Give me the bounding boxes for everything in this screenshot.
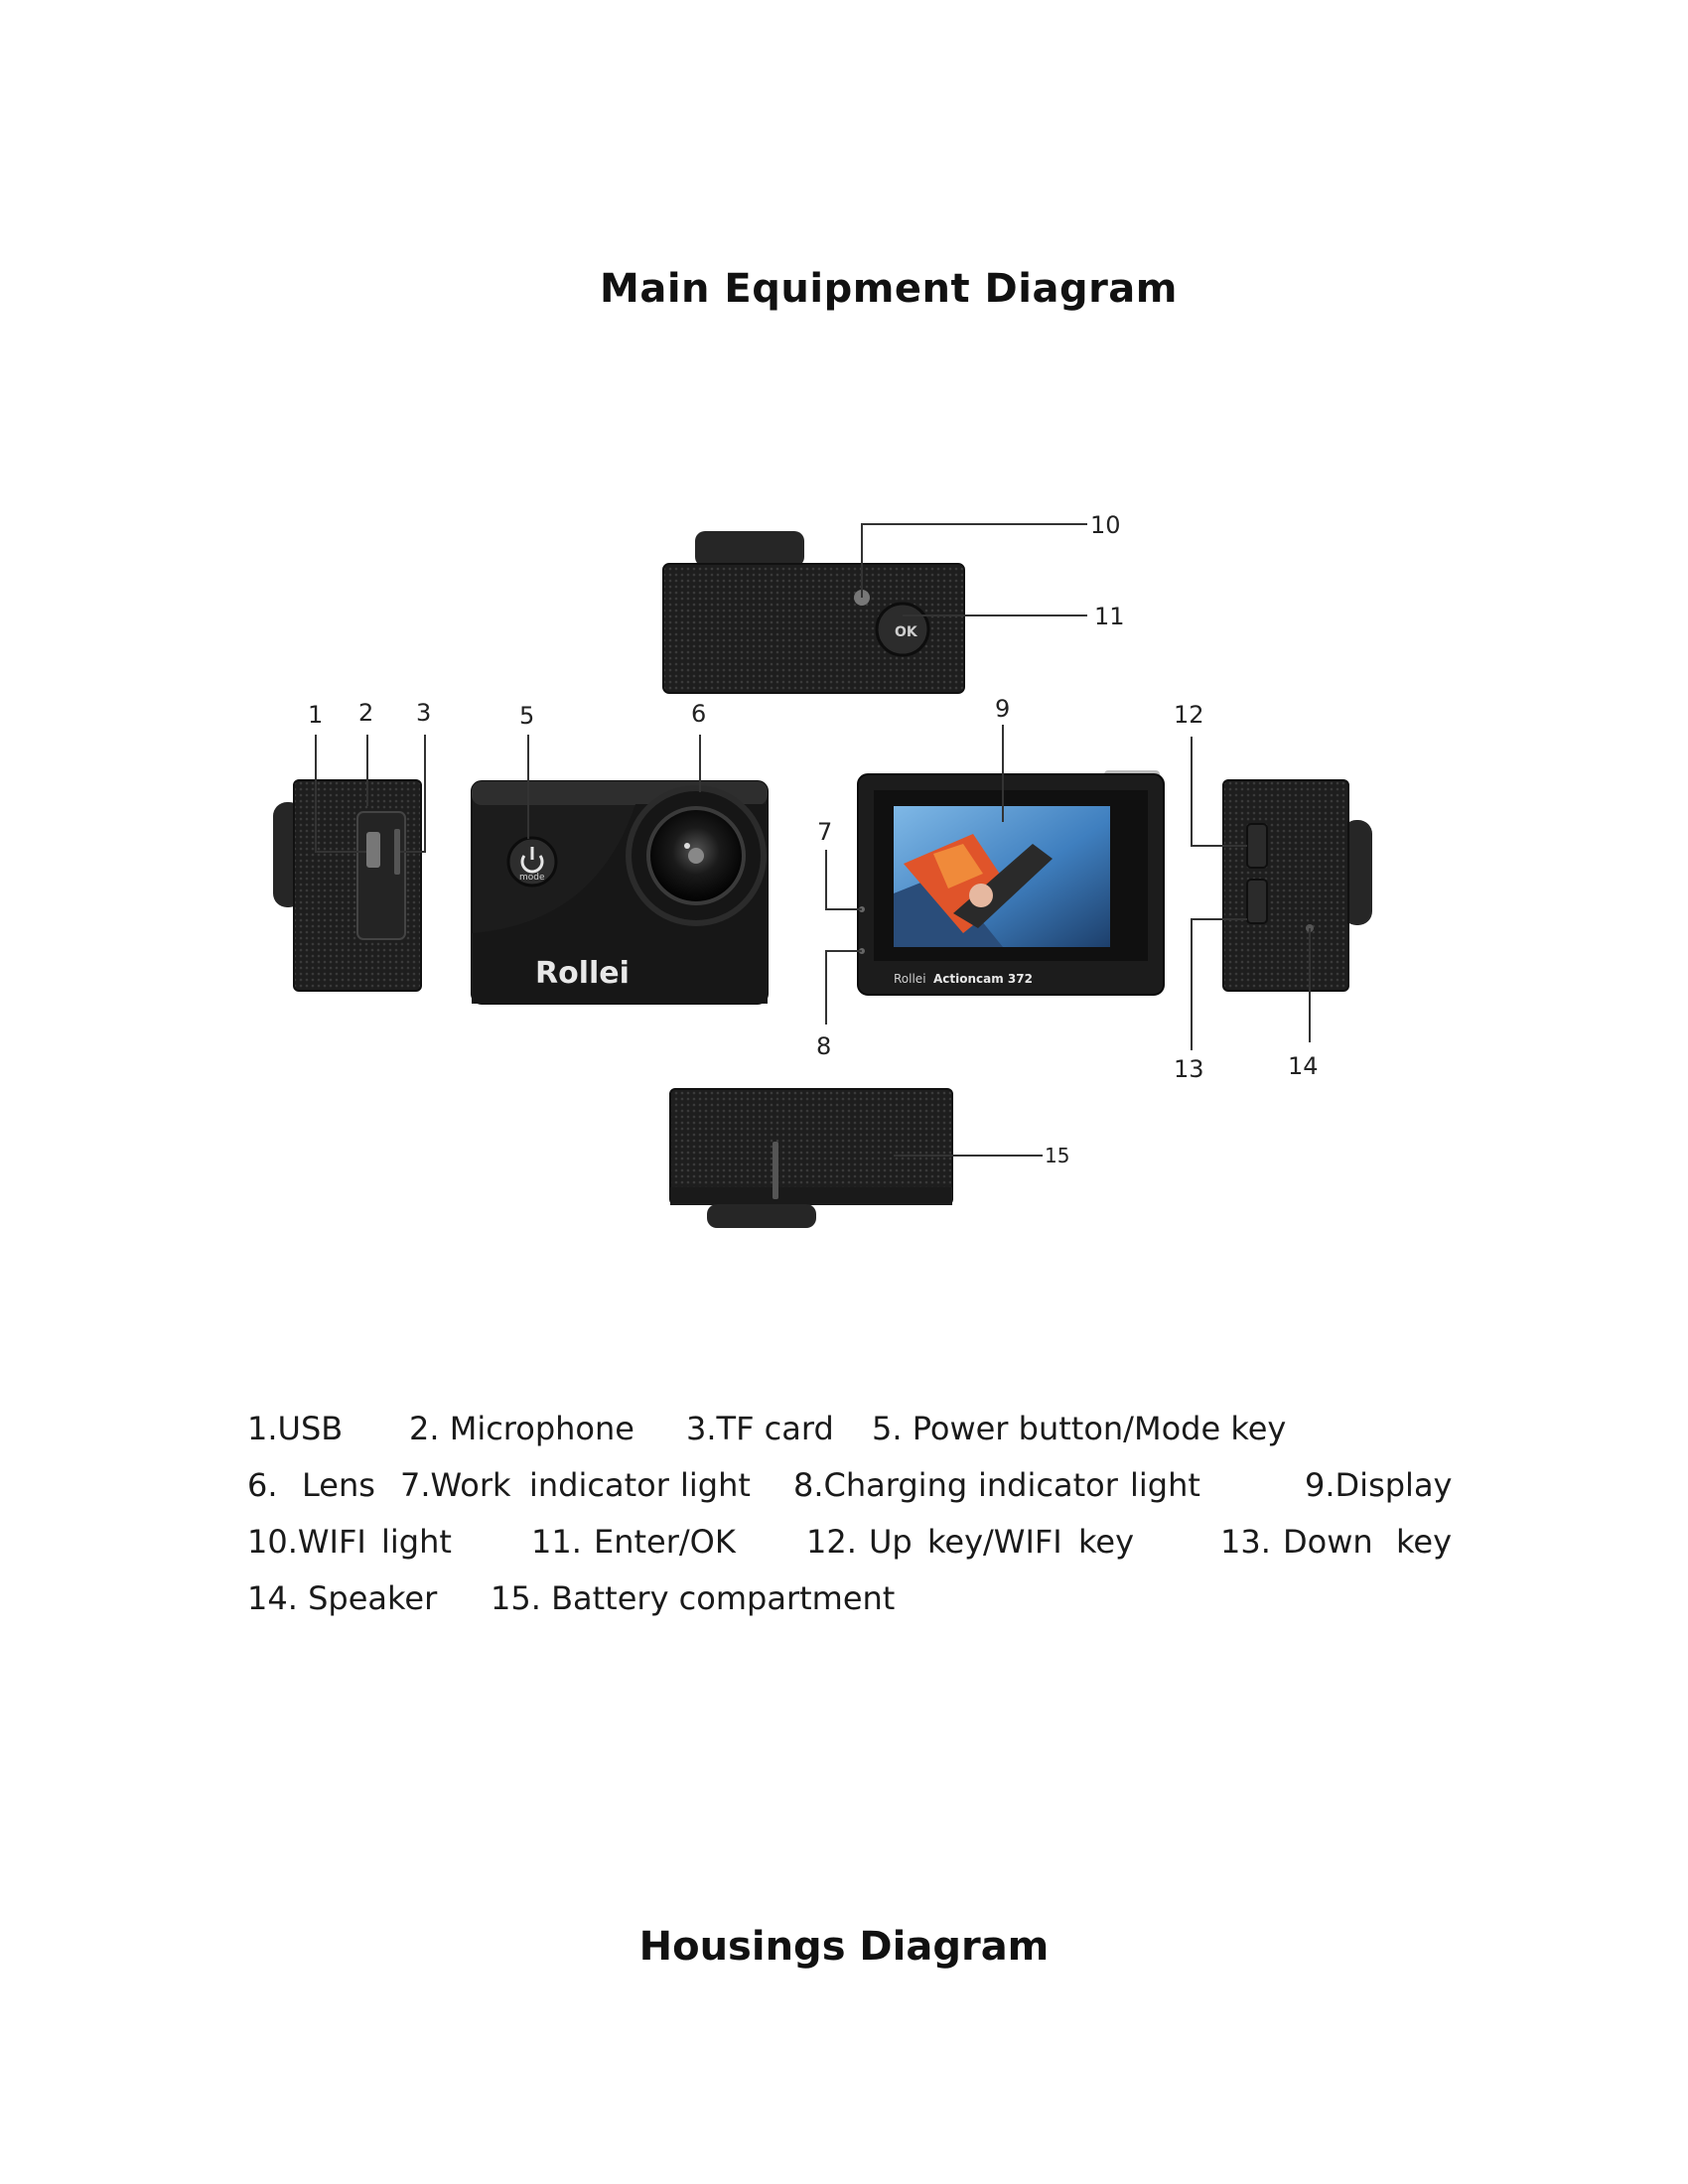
- front-brand-logo: Rollei: [535, 956, 630, 991]
- leader-lines: [315, 523, 1311, 1157]
- callout-7: 7: [817, 818, 832, 846]
- down-key-icon: [1246, 879, 1268, 924]
- legend-row-3: 10.WIFI light 11. Enter/OK 12. Up key/WI…: [247, 1523, 1452, 1579]
- legend-item: 8.Charging: [793, 1466, 968, 1504]
- legend-item: Enter/OK: [594, 1523, 736, 1561]
- legend-item: 11.: [531, 1523, 582, 1561]
- power-button-icon: [506, 836, 558, 887]
- ok-button-label: OK: [895, 624, 918, 640]
- legend-item: 6.: [247, 1466, 278, 1504]
- legend-item: 7.Work: [400, 1466, 511, 1504]
- up-key-icon: [1246, 823, 1268, 869]
- legend-item: light: [680, 1466, 751, 1504]
- camera-back-view: [857, 770, 1165, 996]
- camera-left-side-view: [273, 779, 422, 992]
- callout-15: 15: [1045, 1144, 1069, 1167]
- callout-13: 13: [1174, 1055, 1204, 1083]
- legend-item: key: [1396, 1523, 1453, 1561]
- screen-model: Actioncam 372: [933, 972, 1033, 986]
- mode-button-label: mode: [519, 873, 545, 883]
- legend-item: Lens: [302, 1466, 375, 1504]
- legend-item: Up: [869, 1523, 913, 1561]
- legend-item: 12.: [806, 1523, 857, 1561]
- camera-bottom-view: [669, 1088, 953, 1228]
- camera-top-view: [662, 531, 965, 694]
- legend-item: 13.: [1220, 1523, 1271, 1561]
- legend-item: 14. Speaker: [247, 1579, 438, 1617]
- legend-item: Down: [1283, 1523, 1373, 1561]
- legend-row-4: 14. Speaker 15. Battery compartment: [247, 1579, 1439, 1636]
- legend-row-1: 1.USB 2. Microphone 3.TF card 5. Power b…: [247, 1410, 1439, 1466]
- camera-right-side-view: [1222, 779, 1372, 992]
- legend-item: indicator: [529, 1466, 669, 1504]
- legend-item: 2. Microphone: [409, 1410, 634, 1447]
- legend-item: indicator: [978, 1466, 1118, 1504]
- legend-item: key/WIFI: [927, 1523, 1062, 1561]
- callout-12: 12: [1174, 701, 1204, 729]
- equipment-diagram: 1 2 3 5 6 7 8 9 10 11 12 13 14 15 OK mod…: [273, 511, 1372, 1228]
- callout-6: 6: [691, 700, 706, 728]
- callout-9: 9: [995, 695, 1010, 723]
- camera-front-view: [471, 780, 769, 1005]
- legend-item: 3.TF card: [686, 1410, 834, 1447]
- screen-brand: Rollei: [894, 972, 926, 986]
- legend-item: 10.WIFI: [247, 1523, 366, 1561]
- legend-item: 1.USB: [247, 1410, 344, 1447]
- legend-item: light: [381, 1523, 452, 1561]
- legend-item: 9.Display: [1305, 1466, 1453, 1504]
- callout-1: 1: [308, 701, 323, 729]
- legend-item: 5. Power button/Mode key: [872, 1410, 1287, 1447]
- callout-8: 8: [816, 1032, 831, 1060]
- callout-2: 2: [358, 699, 373, 727]
- callout-11: 11: [1094, 603, 1125, 630]
- parts-legend: 1.USB 2. Microphone 3.TF card 5. Power b…: [247, 1410, 1452, 1636]
- legend-item: key: [1078, 1523, 1135, 1561]
- legend-item: light: [1130, 1466, 1200, 1504]
- callout-14: 14: [1288, 1052, 1319, 1080]
- page-title: Main Equipment Diagram: [600, 266, 1178, 312]
- legend-row-2: 6. Lens 7.Work indicator light 8.Chargin…: [247, 1466, 1452, 1523]
- callout-3: 3: [416, 699, 431, 727]
- callout-10: 10: [1090, 511, 1121, 539]
- tf-slot-icon: [394, 829, 400, 875]
- usb-port-icon: [366, 832, 380, 868]
- legend-item: 15. Battery compartment: [491, 1579, 896, 1617]
- battery-door-icon: [773, 1142, 778, 1199]
- housings-title: Housings Diagram: [638, 1924, 1050, 1970]
- callout-5: 5: [519, 702, 534, 730]
